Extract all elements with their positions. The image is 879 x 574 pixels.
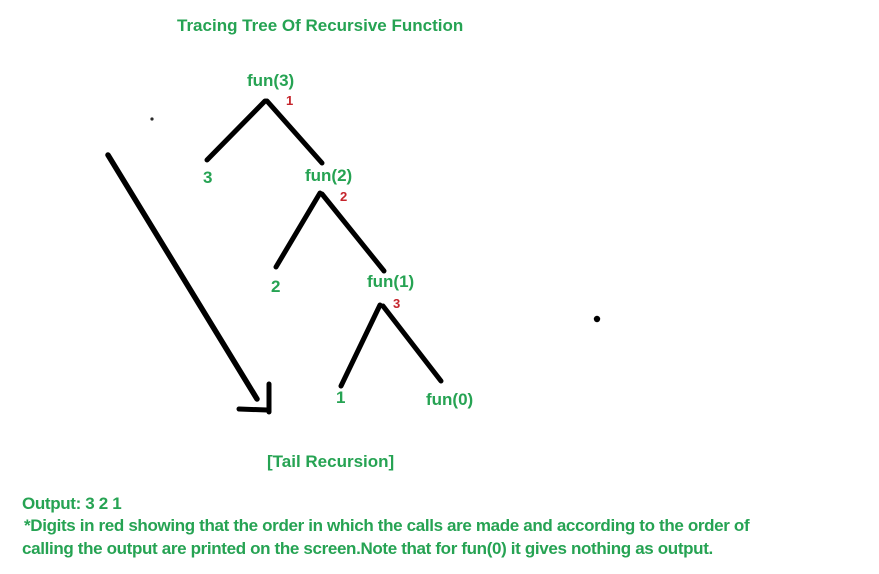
- edge-fun3-left: [204, 98, 268, 163]
- call-order-fun3: 1: [286, 93, 294, 108]
- tail-recursion-caption: [Tail Recursion]: [267, 452, 395, 471]
- stray-dot-large: [593, 315, 601, 323]
- call-order-fun2: 2: [340, 189, 348, 204]
- node-fun0: fun(0): [426, 390, 474, 409]
- stray-dot-small: [150, 117, 154, 121]
- call-order-fun1: 3: [393, 296, 401, 311]
- output-value-fun2: 2: [271, 277, 281, 296]
- edge-fun1-left: [338, 302, 383, 389]
- edge-fun1-right: [380, 303, 444, 384]
- node-fun3: fun(3): [247, 71, 295, 90]
- diagram-title: Tracing Tree Of Recursive Function: [177, 16, 464, 35]
- output-value-fun3: 3: [203, 168, 213, 187]
- edge-fun2-left: [273, 190, 323, 270]
- node-fun1: fun(1): [367, 272, 415, 291]
- edge-fun3-right: [264, 98, 325, 166]
- output-line: Output: 3 2 1: [22, 494, 122, 513]
- edge-fun2-right: [319, 191, 387, 274]
- note-line-1: *Digits in red showing that the order in…: [24, 516, 750, 535]
- output-value-fun1: 1: [336, 388, 346, 407]
- note-line-2: calling the output are printed on the sc…: [22, 539, 713, 558]
- descent-arrow-shaft: [105, 152, 260, 402]
- descent-arrow-head-horizontal: [236, 406, 270, 413]
- node-fun2: fun(2): [305, 166, 353, 185]
